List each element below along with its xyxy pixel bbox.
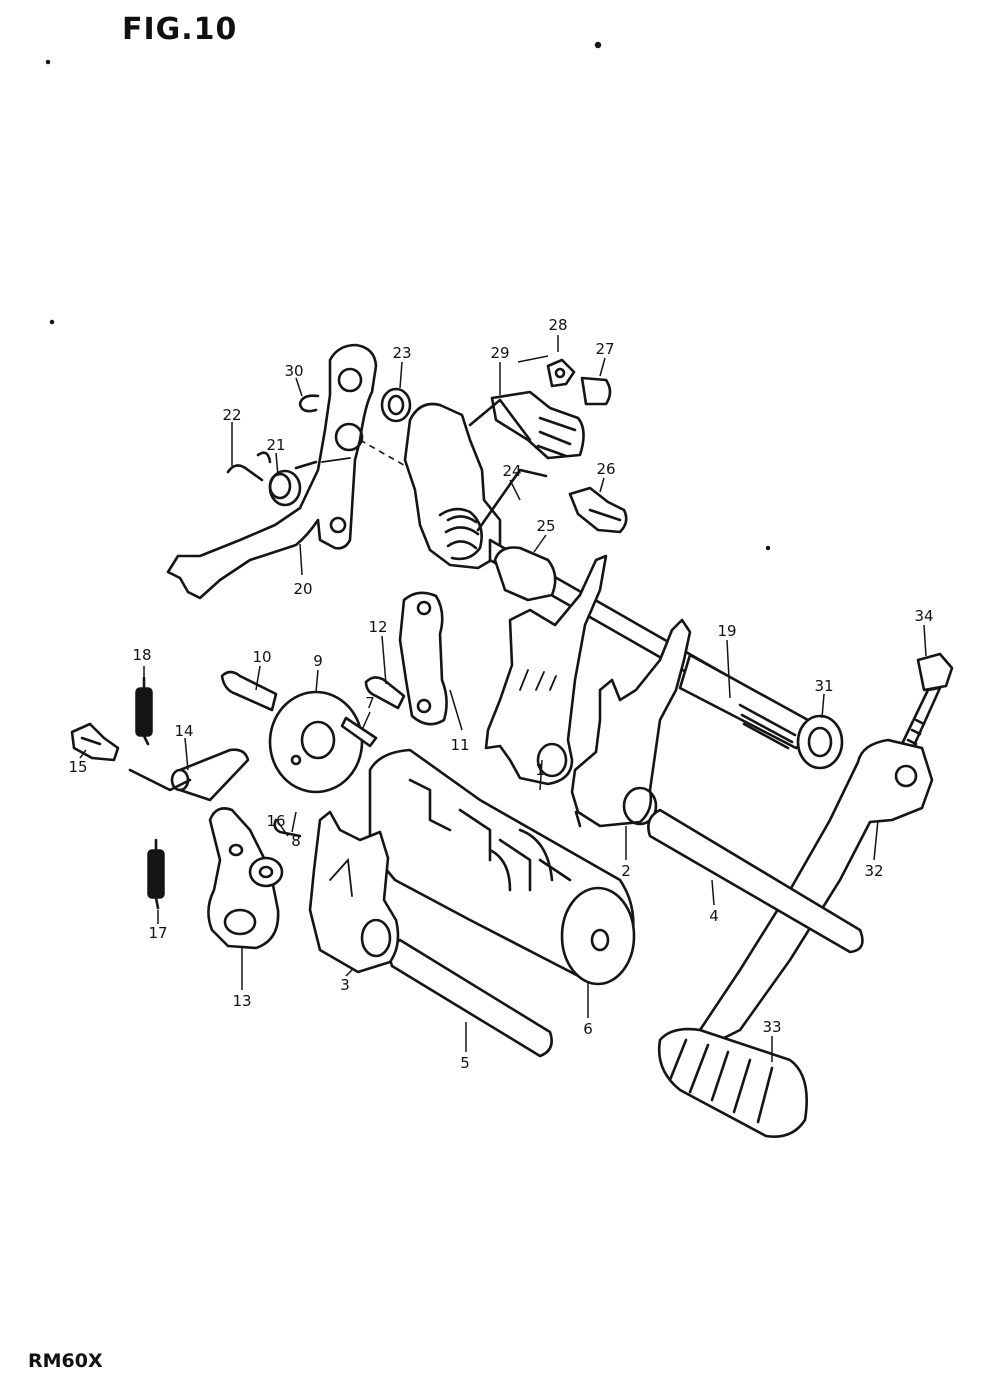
part-shift-fork-1 [484,554,608,786]
callout-18: 18 [132,646,151,664]
callout-5: 5 [460,1054,470,1072]
callout-25: 25 [536,517,555,535]
callout-labels: 1 2 3 4 5 6 7 8 9 10 11 12 13 14 15 16 1… [68,316,933,1072]
callout-24: 24 [502,462,521,480]
callout-1: 1 [535,761,545,779]
model-code: RM60X [28,1350,103,1372]
callout-21: 21 [266,436,285,454]
callout-22: 22 [222,406,241,424]
part-bolt-15 [70,722,120,762]
print-dot [49,319,55,325]
part-shift-shaft-4 [647,808,864,954]
part-shift-drum [368,748,636,986]
callout-14: 14 [174,722,193,740]
part-shift-shaft-5 [388,938,553,1058]
part-clip-8 [273,818,302,838]
part-lever-bolt [898,652,954,752]
callout-10: 10 [252,648,271,666]
callout-15: 15 [68,758,87,776]
callout-29: 29 [490,344,509,362]
part-gearshift-arm [166,343,378,600]
part-circlip [298,394,320,413]
part-stopper-plate [364,591,448,726]
part-spring [226,451,318,507]
part-gearshift-lever [657,738,934,1138]
callout-9: 9 [313,652,323,670]
part-shift-fork-2 [570,618,692,828]
callout-16: 16 [266,812,285,830]
part-cam-plate [220,670,378,794]
callout-34: 34 [914,607,933,625]
part-washer [380,387,412,423]
part-washer-16 [248,856,284,888]
figure-title: FIG.10 [122,12,238,47]
callout-11: 11 [450,736,469,754]
part-shift-fork-3 [308,810,400,974]
callout-7: 7 [365,694,375,712]
part-spring-17 [147,838,165,910]
callout-4: 4 [709,907,719,925]
callout-33: 33 [762,1018,781,1036]
part-stopper-bolt [468,358,628,534]
callout-17: 17 [148,924,167,942]
callout-32: 32 [864,862,883,880]
leader-lines [79,335,927,1062]
callout-3: 3 [340,976,350,994]
callout-26: 26 [596,460,615,478]
callout-30: 30 [284,362,303,380]
callout-19: 19 [717,622,736,640]
print-dot [594,41,602,49]
callout-8: 8 [291,832,301,850]
part-pawl-lever [128,748,280,950]
callout-28: 28 [548,316,567,334]
part-fork-shaft [678,653,844,770]
callout-12: 12 [368,618,387,636]
callout-31: 31 [814,677,833,695]
print-dot [45,59,51,65]
callout-20: 20 [293,580,312,598]
print-dot [765,545,771,551]
callout-13: 13 [232,992,251,1010]
callout-2: 2 [621,862,631,880]
callout-23: 23 [392,344,411,362]
callout-6: 6 [583,1020,593,1038]
callout-27: 27 [595,340,614,358]
